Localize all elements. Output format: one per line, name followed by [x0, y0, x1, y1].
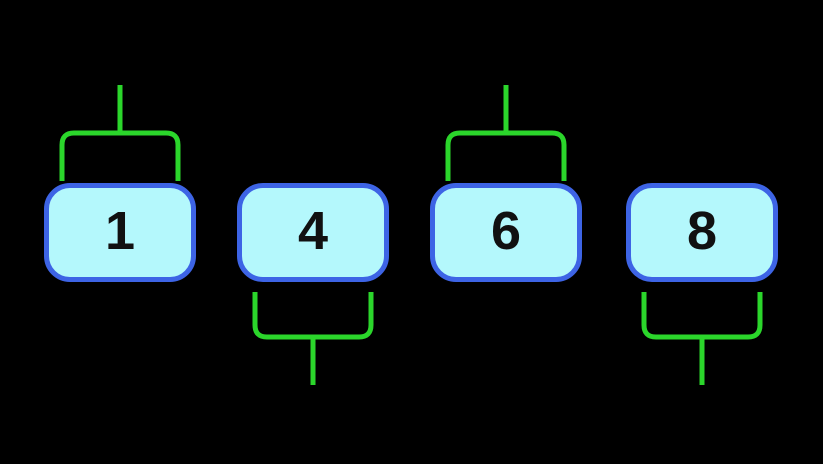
bracket-arc	[59, 130, 181, 181]
bracket-arc	[641, 292, 763, 340]
node-label: 1	[104, 200, 136, 261]
bracket-above-node-1	[59, 85, 181, 181]
bracket-arc	[445, 130, 567, 181]
bracket-below-node-8	[641, 292, 763, 385]
bracket-below-node-4	[252, 292, 374, 385]
node-4[interactable]: 4	[237, 183, 389, 282]
node-label: 6	[490, 200, 522, 261]
node-label: 4	[297, 200, 329, 261]
node-8[interactable]: 8	[626, 183, 778, 282]
bracket-arc	[252, 292, 374, 340]
bracket-above-node-6	[445, 85, 567, 181]
node-label: 8	[686, 200, 718, 261]
node-1[interactable]: 1	[44, 183, 196, 282]
node-6[interactable]: 6	[430, 183, 582, 282]
